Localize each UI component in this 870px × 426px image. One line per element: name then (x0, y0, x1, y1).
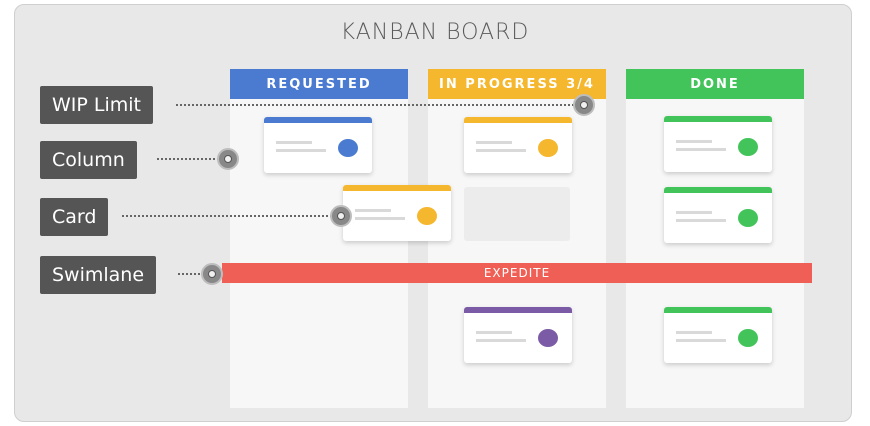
card-text-line (476, 149, 526, 152)
card-text-line (676, 331, 712, 334)
card-text-line (676, 339, 726, 342)
column-header-done: DONE (626, 69, 804, 99)
callout-swimlane: Swimlane (40, 256, 157, 294)
card-text-line (276, 149, 326, 152)
card-color-bar (343, 185, 451, 191)
card-avatar (738, 329, 758, 347)
leader-line-swimlane (178, 273, 204, 275)
card-avatar (738, 209, 758, 227)
card-avatar (538, 329, 558, 347)
callout-wip-limit: WIP Limit (40, 86, 153, 124)
leader-line-card (122, 215, 332, 217)
card-text-line (676, 211, 712, 214)
card-done-expedite[interactable] (664, 307, 772, 363)
card-avatar (417, 207, 437, 225)
card-color-bar (264, 117, 372, 123)
card-text-line (476, 331, 512, 334)
card-text-line (355, 209, 391, 212)
card-text-line (476, 141, 512, 144)
card-text-line (276, 141, 312, 144)
card-done-1[interactable] (664, 116, 772, 172)
card-in-progress-1[interactable] (464, 117, 572, 173)
card-requested-2[interactable] (343, 185, 451, 241)
card-placeholder (464, 187, 570, 241)
card-color-bar (664, 116, 772, 122)
leader-line-column (157, 158, 219, 160)
card-avatar (738, 138, 758, 156)
card-requested-1[interactable] (264, 117, 372, 173)
card-color-bar (664, 187, 772, 193)
swimlane-expedite: EXPEDITE (222, 263, 812, 283)
callout-column: Column (40, 141, 137, 179)
card-done-2[interactable] (664, 187, 772, 243)
pin-card-icon (330, 205, 352, 227)
leader-line-wip-limit (176, 104, 574, 106)
card-avatar (338, 139, 358, 157)
board-title: KANBAN BOARD (340, 20, 530, 45)
pin-swimlane-icon (201, 263, 223, 285)
card-text-line (476, 339, 526, 342)
column-header-requested: REQUESTED (230, 69, 408, 99)
card-avatar (538, 139, 558, 157)
pin-column-icon (217, 148, 239, 170)
card-color-bar (664, 307, 772, 313)
card-color-bar (464, 117, 572, 123)
callout-card: Card (40, 198, 109, 236)
column-header-in-progress: IN PROGRESS 3/4 (428, 69, 606, 99)
card-in-progress-expedite[interactable] (464, 307, 572, 363)
card-color-bar (464, 307, 572, 313)
card-text-line (676, 140, 712, 143)
card-text-line (355, 217, 405, 220)
card-text-line (676, 219, 726, 222)
card-text-line (676, 148, 726, 151)
pin-wip-limit-icon (573, 94, 595, 116)
